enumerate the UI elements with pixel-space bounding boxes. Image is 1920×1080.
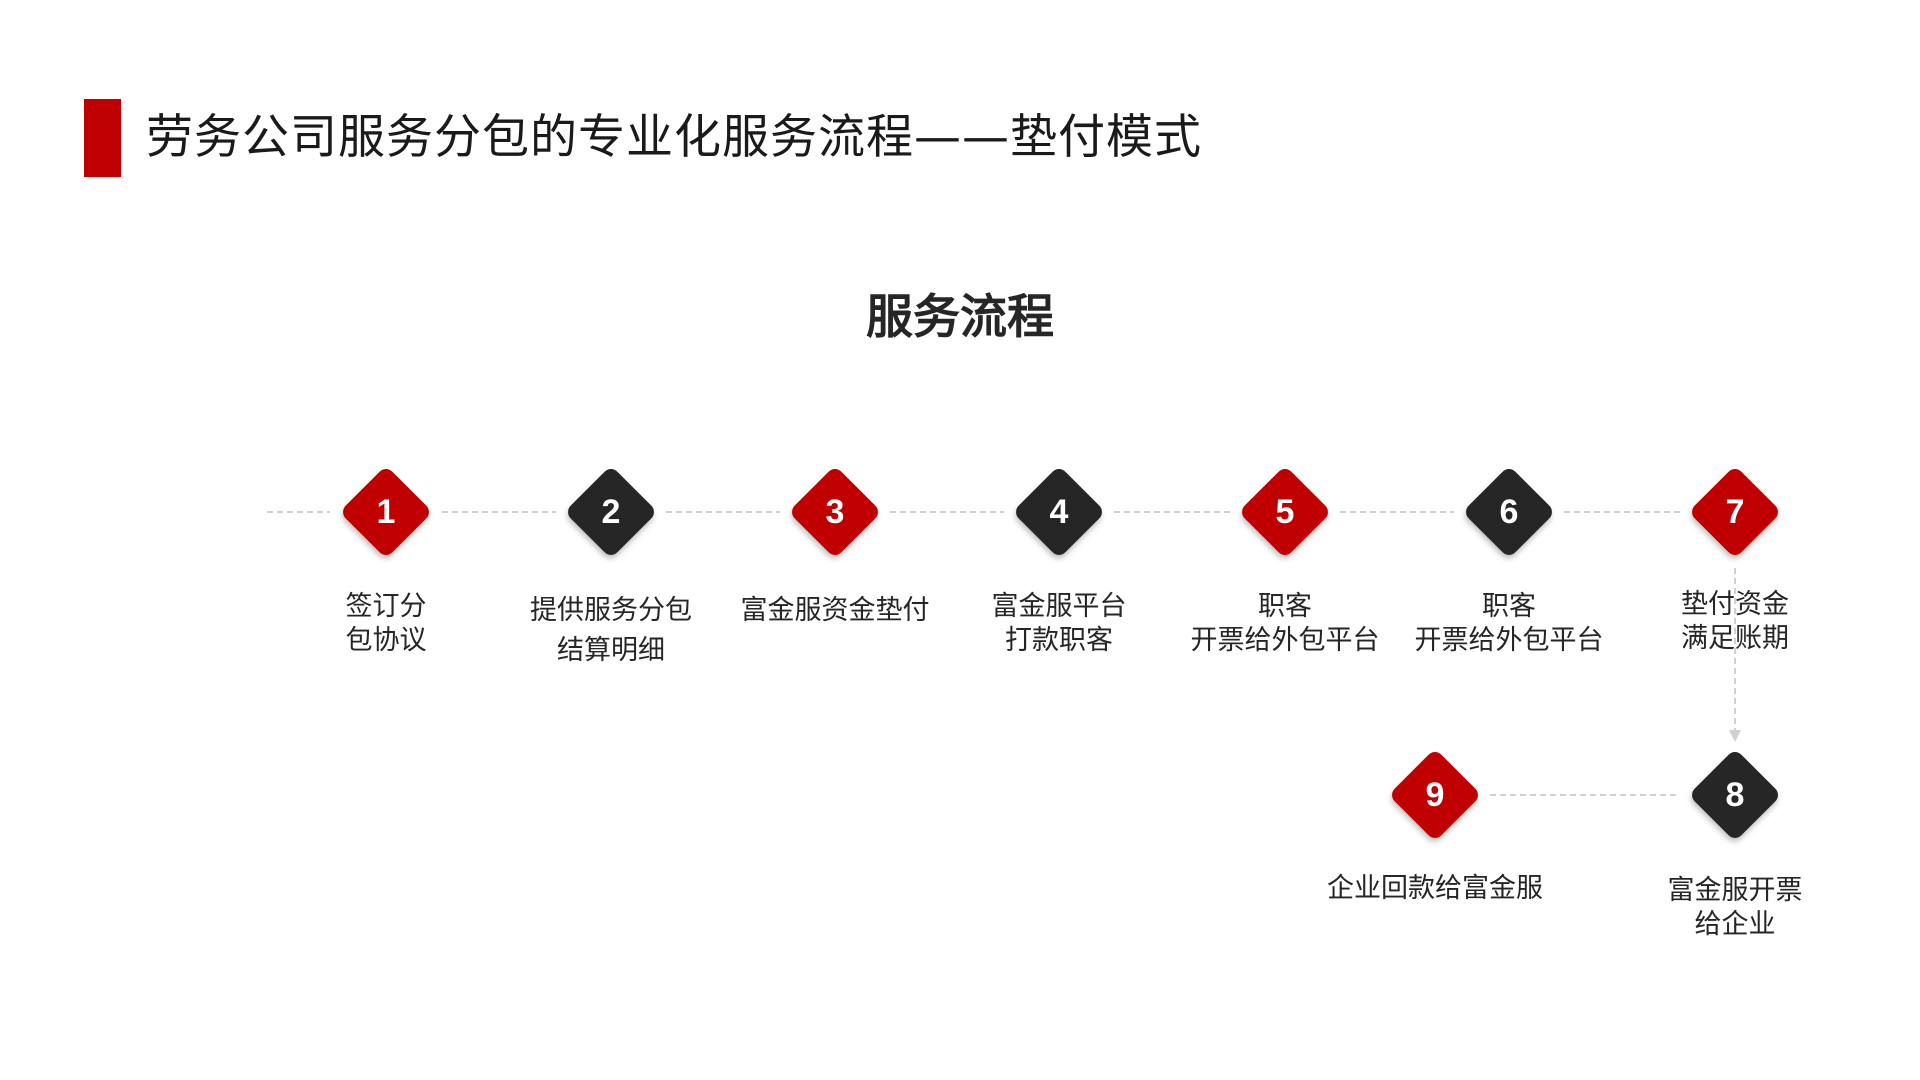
step-3-number: 3 xyxy=(825,493,845,531)
step-1-label-line: 包协议 xyxy=(345,625,427,656)
step-1-label: 签订分包协议 xyxy=(276,590,496,658)
step-5-number: 5 xyxy=(1275,493,1295,531)
step-2-label-line: 提供服务分包 xyxy=(530,595,692,626)
step-5-label: 职客开票给外包平台 xyxy=(1175,590,1395,658)
step-4-number: 4 xyxy=(1049,493,1069,531)
step-9-label: 企业回款给富金服 xyxy=(1305,872,1565,906)
step-6-label: 职客开票给外包平台 xyxy=(1399,590,1619,658)
step-8-label-line: 富金服开票 xyxy=(1667,875,1803,906)
step-5-label-line: 开票给外包平台 xyxy=(1190,625,1380,656)
step-5-label-line: 职客 xyxy=(1258,591,1312,622)
step-6-label-line: 职客 xyxy=(1482,591,1536,622)
step-4-label: 富金服平台打款职客 xyxy=(949,590,1169,658)
step-7-label-line: 满足账期 xyxy=(1681,623,1789,654)
step-4-label-line: 富金服平台 xyxy=(991,591,1127,622)
step-6-label-line: 开票给外包平台 xyxy=(1414,625,1604,656)
step-6-number: 6 xyxy=(1499,493,1519,531)
page-title: 劳务公司服务分包的专业化服务流程——垫付模式 xyxy=(146,110,1202,165)
step-7-number: 7 xyxy=(1725,493,1745,531)
step-7-label: 垫付资金满足账期 xyxy=(1635,588,1835,656)
step-3-label-line: 富金服资金垫付 xyxy=(740,595,930,626)
step-8-label-line: 给企业 xyxy=(1694,909,1776,940)
step-3-label: 富金服资金垫付 xyxy=(715,594,955,628)
step-4-label-line: 打款职客 xyxy=(1005,625,1113,656)
step-1-label-line: 签订分 xyxy=(345,591,427,622)
step-7-label-line: 垫付资金 xyxy=(1681,589,1789,620)
title-accent-bar xyxy=(84,99,121,177)
arrow-head-7-8 xyxy=(1729,730,1741,742)
step-9-label-line: 企业回款给富金服 xyxy=(1327,873,1543,904)
step-8-number: 8 xyxy=(1725,776,1745,814)
section-title: 服务流程 xyxy=(866,290,1054,345)
step-1-number: 1 xyxy=(376,493,396,531)
step-8-label: 富金服开票给企业 xyxy=(1635,874,1835,942)
step-2-number: 2 xyxy=(601,493,621,531)
step-9-number: 9 xyxy=(1425,776,1445,814)
step-2-label: 提供服务分包结算明细 xyxy=(501,594,721,668)
step-2-label-line: 结算明细 xyxy=(557,635,665,666)
